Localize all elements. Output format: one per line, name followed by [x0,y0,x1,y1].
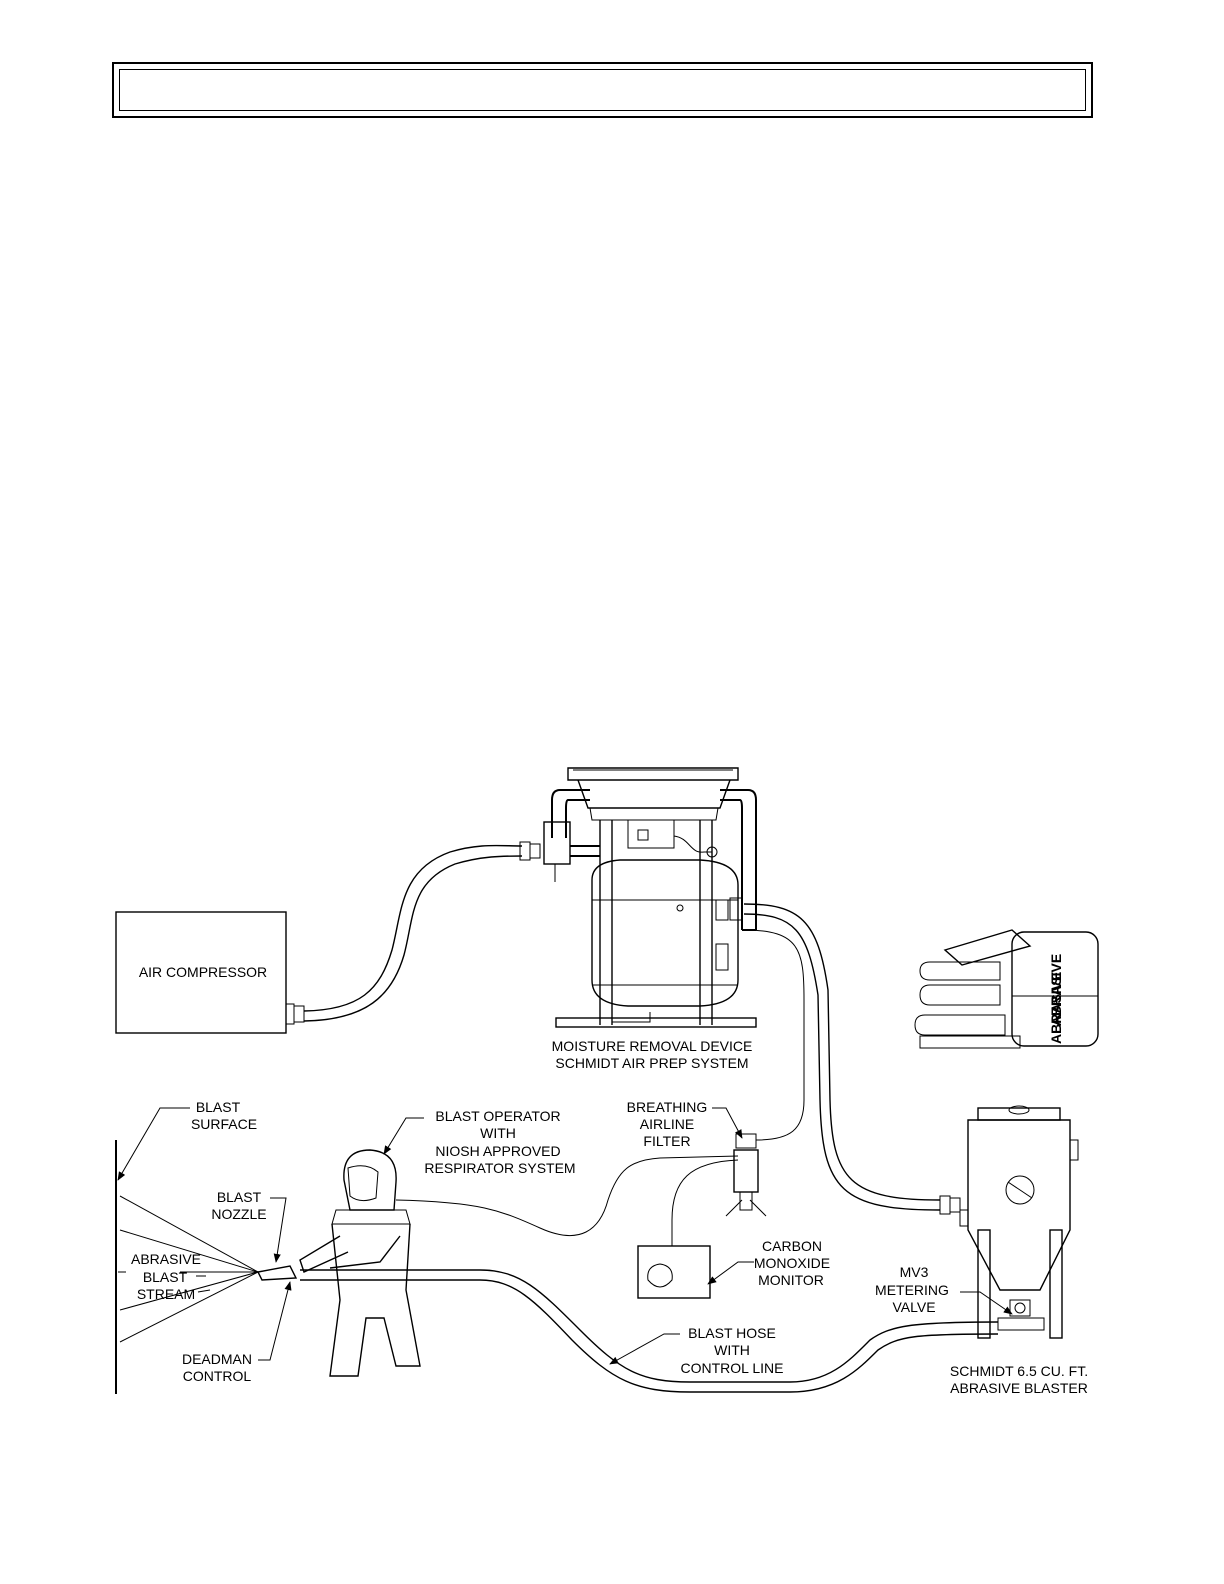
blaster-label-line2: ABRASIVE BLASTER [950,1380,1088,1396]
nozzle-label-line1: BLAST [217,1189,262,1205]
hose-label-line3: CONTROL LINE [681,1360,784,1376]
air-compressor: AIR COMPRESSOR [115,911,305,1034]
carbon-label-line2: MONOXIDE [754,1255,830,1271]
moisture-label-line1: MOISTURE REMOVAL DEVICE [552,1038,753,1054]
mv3-label-line3: VALVE [892,1299,935,1315]
deadman-label-line1: DEADMAN [182,1351,252,1367]
blast-surface-label-line1: BLAST [196,1099,241,1115]
abrasive-bag-label-top: ABRASIVE [1048,954,1064,1026]
header-frame [112,62,1093,118]
blast-surface-label-line2: SURFACE [191,1116,257,1132]
abrasive-pallet: ABRASIVE ABRASIVE [914,929,1099,1049]
abrasive-bag-label-bottom: ABRASIVE [1048,972,1064,1044]
callout-abrasive-stream: ABRASIVE BLAST STREAM [118,1251,211,1302]
operator-label-line2: WITH [480,1125,516,1141]
callout-blast-nozzle: BLAST NOZZLE [211,1189,287,1263]
mv3-label-line2: METERING [875,1282,949,1298]
breathing-label-line3: FILTER [643,1133,690,1149]
callout-blast-hose: BLAST HOSE WITH CONTROL LINE [609,1325,784,1376]
moisture-removal-device: MOISTURE REMOVAL DEVICE SCHMIDT AIR PREP… [543,767,757,1071]
operator-label-line1: BLAST OPERATOR [435,1108,560,1124]
breathing-label-line1: BREATHING [627,1099,708,1115]
mv3-label-line1: MV3 [900,1264,929,1280]
compressor-hose [303,841,541,1022]
breathing-airline-filter [725,1133,767,1217]
breathing-supply-line [743,929,805,1141]
stream-label-line1: ABRASIVE [131,1251,201,1267]
carbon-label-line3: MONITOR [758,1272,824,1288]
callout-mv3-valve: MV3 METERING VALVE [875,1264,1013,1315]
abrasive-blaster: SCHMIDT 6.5 CU. FT. ABRASIVE BLASTER [950,1105,1088,1396]
moisture-label-line2: SCHMIDT AIR PREP SYSTEM [555,1055,748,1071]
blaster-label-line1: SCHMIDT 6.5 CU. FT. [950,1363,1088,1379]
stream-label-line3: STREAM [137,1286,195,1302]
callout-blast-operator: BLAST OPERATOR WITH NIOSH APPROVED RESPI… [383,1108,576,1176]
blaster-supply-hose [743,903,961,1215]
breathing-label-line2: AIRLINE [640,1116,694,1132]
callout-carbon-monoxide: CARBON MONOXIDE MONITOR [707,1238,830,1288]
callout-blast-surface: BLAST SURFACE [117,1099,257,1181]
abrasive-blast-stream [119,1195,298,1343]
blast-hose [300,1269,999,1393]
air-compressor-label: AIR COMPRESSOR [139,964,267,980]
blast-operator [299,1149,421,1377]
nozzle-label-line2: NOZZLE [211,1206,266,1222]
stream-label-line2: BLAST [143,1269,188,1285]
carbon-label-line1: CARBON [762,1238,822,1254]
callout-breathing-filter: BREATHING AIRLINE FILTER [627,1099,743,1149]
hose-label-line1: BLAST HOSE [688,1325,776,1341]
deadman-label-line2: CONTROL [183,1368,252,1384]
header-inner-frame [119,69,1086,111]
operator-label-line4: RESPIRATOR SYSTEM [424,1160,575,1176]
operator-label-line3: NIOSH APPROVED [435,1143,560,1159]
callout-deadman-control: DEADMAN CONTROL [182,1281,292,1384]
hose-label-line2: WITH [714,1342,750,1358]
respirator-airline [395,1155,739,1237]
carbon-monoxide-monitor [637,1159,739,1299]
